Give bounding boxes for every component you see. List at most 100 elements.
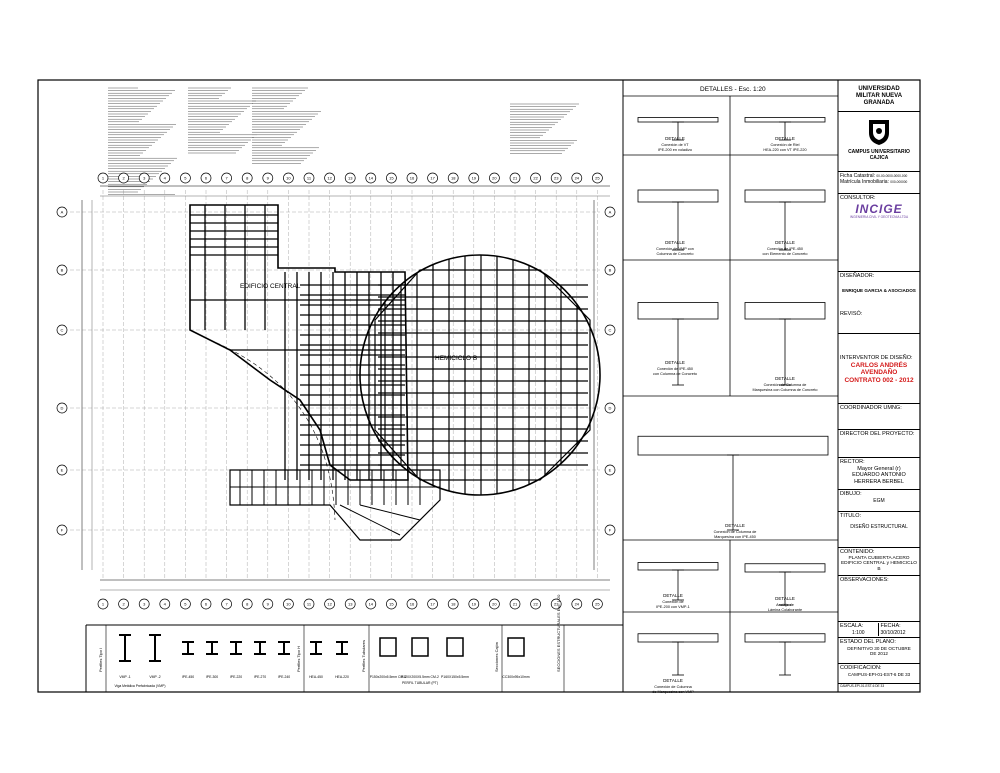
grid-bubble-col: 2 xyxy=(118,598,129,610)
grid-bubble-row: E xyxy=(604,464,616,476)
grid-bubble-col: 3 xyxy=(138,598,150,610)
svg-text:9: 9 xyxy=(267,176,270,181)
grid-bubble-col: 13 xyxy=(344,598,356,610)
grid-bubble-col: 1 xyxy=(97,172,109,184)
svg-text:DETALLE: DETALLE xyxy=(663,678,683,683)
grid-bubble-col: 11 xyxy=(303,172,315,184)
svg-text:P160X150x5.5mm: P160X150x5.5mm xyxy=(441,675,469,679)
svg-text:DETALLE: DETALLE xyxy=(775,596,795,601)
edificio-central-outline xyxy=(189,204,409,481)
svg-text:A: A xyxy=(61,210,64,215)
rector-cell: RECTOR: Mayor General (r) EDUARDO ANTONI… xyxy=(838,458,920,490)
svg-text:con Elemento de Concreto: con Elemento de Concreto xyxy=(763,252,808,256)
svg-text:CC300x95x10mm: CC300x95x10mm xyxy=(502,675,529,679)
svg-text:16: 16 xyxy=(410,176,415,181)
svg-text:20: 20 xyxy=(492,602,497,607)
grid-bubble-col: 16 xyxy=(406,598,418,610)
svg-text:D: D xyxy=(609,406,612,411)
svg-text:12: 12 xyxy=(327,602,332,607)
grid-bubble-col: 18 xyxy=(447,598,459,610)
svg-text:11: 11 xyxy=(307,602,312,607)
svg-text:7: 7 xyxy=(225,176,228,181)
grid-bubble-col: 25 xyxy=(592,598,603,610)
grid-bubble-col: 11 xyxy=(303,598,315,610)
grid-bubble-col: 17 xyxy=(427,598,438,610)
codificacion-cell: CODIFICACION: CAMPUS-EPI-01-EST-6 DE 33 xyxy=(838,664,920,684)
consultor-cell: CONSULTOR: INCIGE INGENIERIA CIVIL Y GEO… xyxy=(838,194,920,272)
svg-text:HEA-220 con VT IPE-220: HEA-220 con VT IPE-220 xyxy=(763,148,806,152)
svg-text:Conexión de VT: Conexión de VT xyxy=(661,143,689,147)
svg-text:14: 14 xyxy=(369,602,374,607)
observaciones-cell: OBSERVACIONES: xyxy=(838,576,920,622)
svg-text:VMP -2: VMP -2 xyxy=(149,675,160,679)
catastral-cell: Ficha Catastral: 00-00-0000-0000-000 Mat… xyxy=(838,172,920,194)
svg-text:VMP -1: VMP -1 xyxy=(119,675,130,679)
profile-section: IPE-450 xyxy=(182,641,194,679)
profile-section: IPE-300 xyxy=(206,641,218,679)
profile-section: IPE-220 xyxy=(230,641,242,679)
svg-text:12: 12 xyxy=(327,176,332,181)
svg-text:21: 21 xyxy=(513,176,518,181)
svg-text:16: 16 xyxy=(410,602,415,607)
grid-bubble-col: 12 xyxy=(324,172,335,184)
grid-bubble-col: 6 xyxy=(200,172,212,184)
svg-text:DETALLE: DETALLE xyxy=(725,523,745,528)
svg-text:11: 11 xyxy=(307,176,312,181)
svg-text:10: 10 xyxy=(286,176,291,181)
estado-cell: ESTADO DEL PLANO: DEFINITIVO 30 DE OCTUB… xyxy=(838,638,920,664)
grid-bubble-col: 23 xyxy=(550,172,562,184)
grid-bubble-col: 22 xyxy=(530,598,541,610)
svg-text:DETALLE: DETALLE xyxy=(775,136,795,141)
grid-bubble-col: 5 xyxy=(180,598,191,610)
grid-bubble-col: 23 xyxy=(550,598,562,610)
university-crest-cell: CAMPUS UNIVERSITARIO CAJICA xyxy=(838,112,920,172)
svg-text:19: 19 xyxy=(472,176,477,181)
grid-bubble-col: 24 xyxy=(571,172,583,184)
svg-text:Lámina Colaborante: Lámina Colaborante xyxy=(768,608,802,612)
svg-text:IPE-270: IPE-270 xyxy=(254,675,266,679)
grid-bubble-col: 7 xyxy=(221,598,232,610)
grid-bubble-col: 20 xyxy=(489,598,500,610)
svg-text:23: 23 xyxy=(554,602,559,607)
svg-text:Conexión de Riel: Conexión de Riel xyxy=(771,143,800,147)
svg-text:1: 1 xyxy=(102,602,105,607)
profile-group-label: SECCIONES ESTRUCTURALES Esc. 1:20 xyxy=(556,594,561,672)
grid-bubble-col: 10 xyxy=(283,598,294,610)
grid-bubble-col: 16 xyxy=(406,172,418,184)
grid-bubble-col: 4 xyxy=(159,172,171,184)
general-notes xyxy=(108,87,579,195)
svg-text:P150x200x5.5mm CM-1: P150x200x5.5mm CM-1 xyxy=(370,675,407,679)
grid-bubble-col: 17 xyxy=(427,172,438,184)
grid-bubble-col: 9 xyxy=(262,598,274,610)
svg-text:Conexión de: Conexión de xyxy=(662,600,683,604)
svg-text:B: B xyxy=(609,268,612,273)
grid-bubble-col: 8 xyxy=(241,598,253,610)
svg-text:23: 23 xyxy=(554,176,559,181)
profile-group-label: Perfiles Tubulares xyxy=(361,640,366,672)
grid-bubble-row: C xyxy=(604,324,616,336)
profile-section: IPE-270 xyxy=(254,641,266,679)
svg-text:D: D xyxy=(61,406,64,411)
svg-text:DETALLE: DETALLE xyxy=(665,136,685,141)
svg-text:DETALLE: DETALLE xyxy=(775,240,795,245)
svg-text:DETALLE: DETALLE xyxy=(665,240,685,245)
svg-text:2: 2 xyxy=(122,602,125,607)
grid-bubble-col: 15 xyxy=(386,172,397,184)
grid-bubble-col: 21 xyxy=(509,172,521,184)
svg-text:18: 18 xyxy=(451,176,456,181)
svg-text:Conexión de Columna: Conexión de Columna xyxy=(654,685,692,689)
svg-text:5: 5 xyxy=(184,602,187,607)
svg-text:IPE-200 con VMP-1: IPE-200 con VMP-1 xyxy=(656,605,690,609)
svg-text:HEA-450: HEA-450 xyxy=(309,675,323,679)
svg-text:17: 17 xyxy=(430,176,435,181)
svg-text:C: C xyxy=(61,328,64,333)
grid-bubble-row: B xyxy=(604,264,616,276)
